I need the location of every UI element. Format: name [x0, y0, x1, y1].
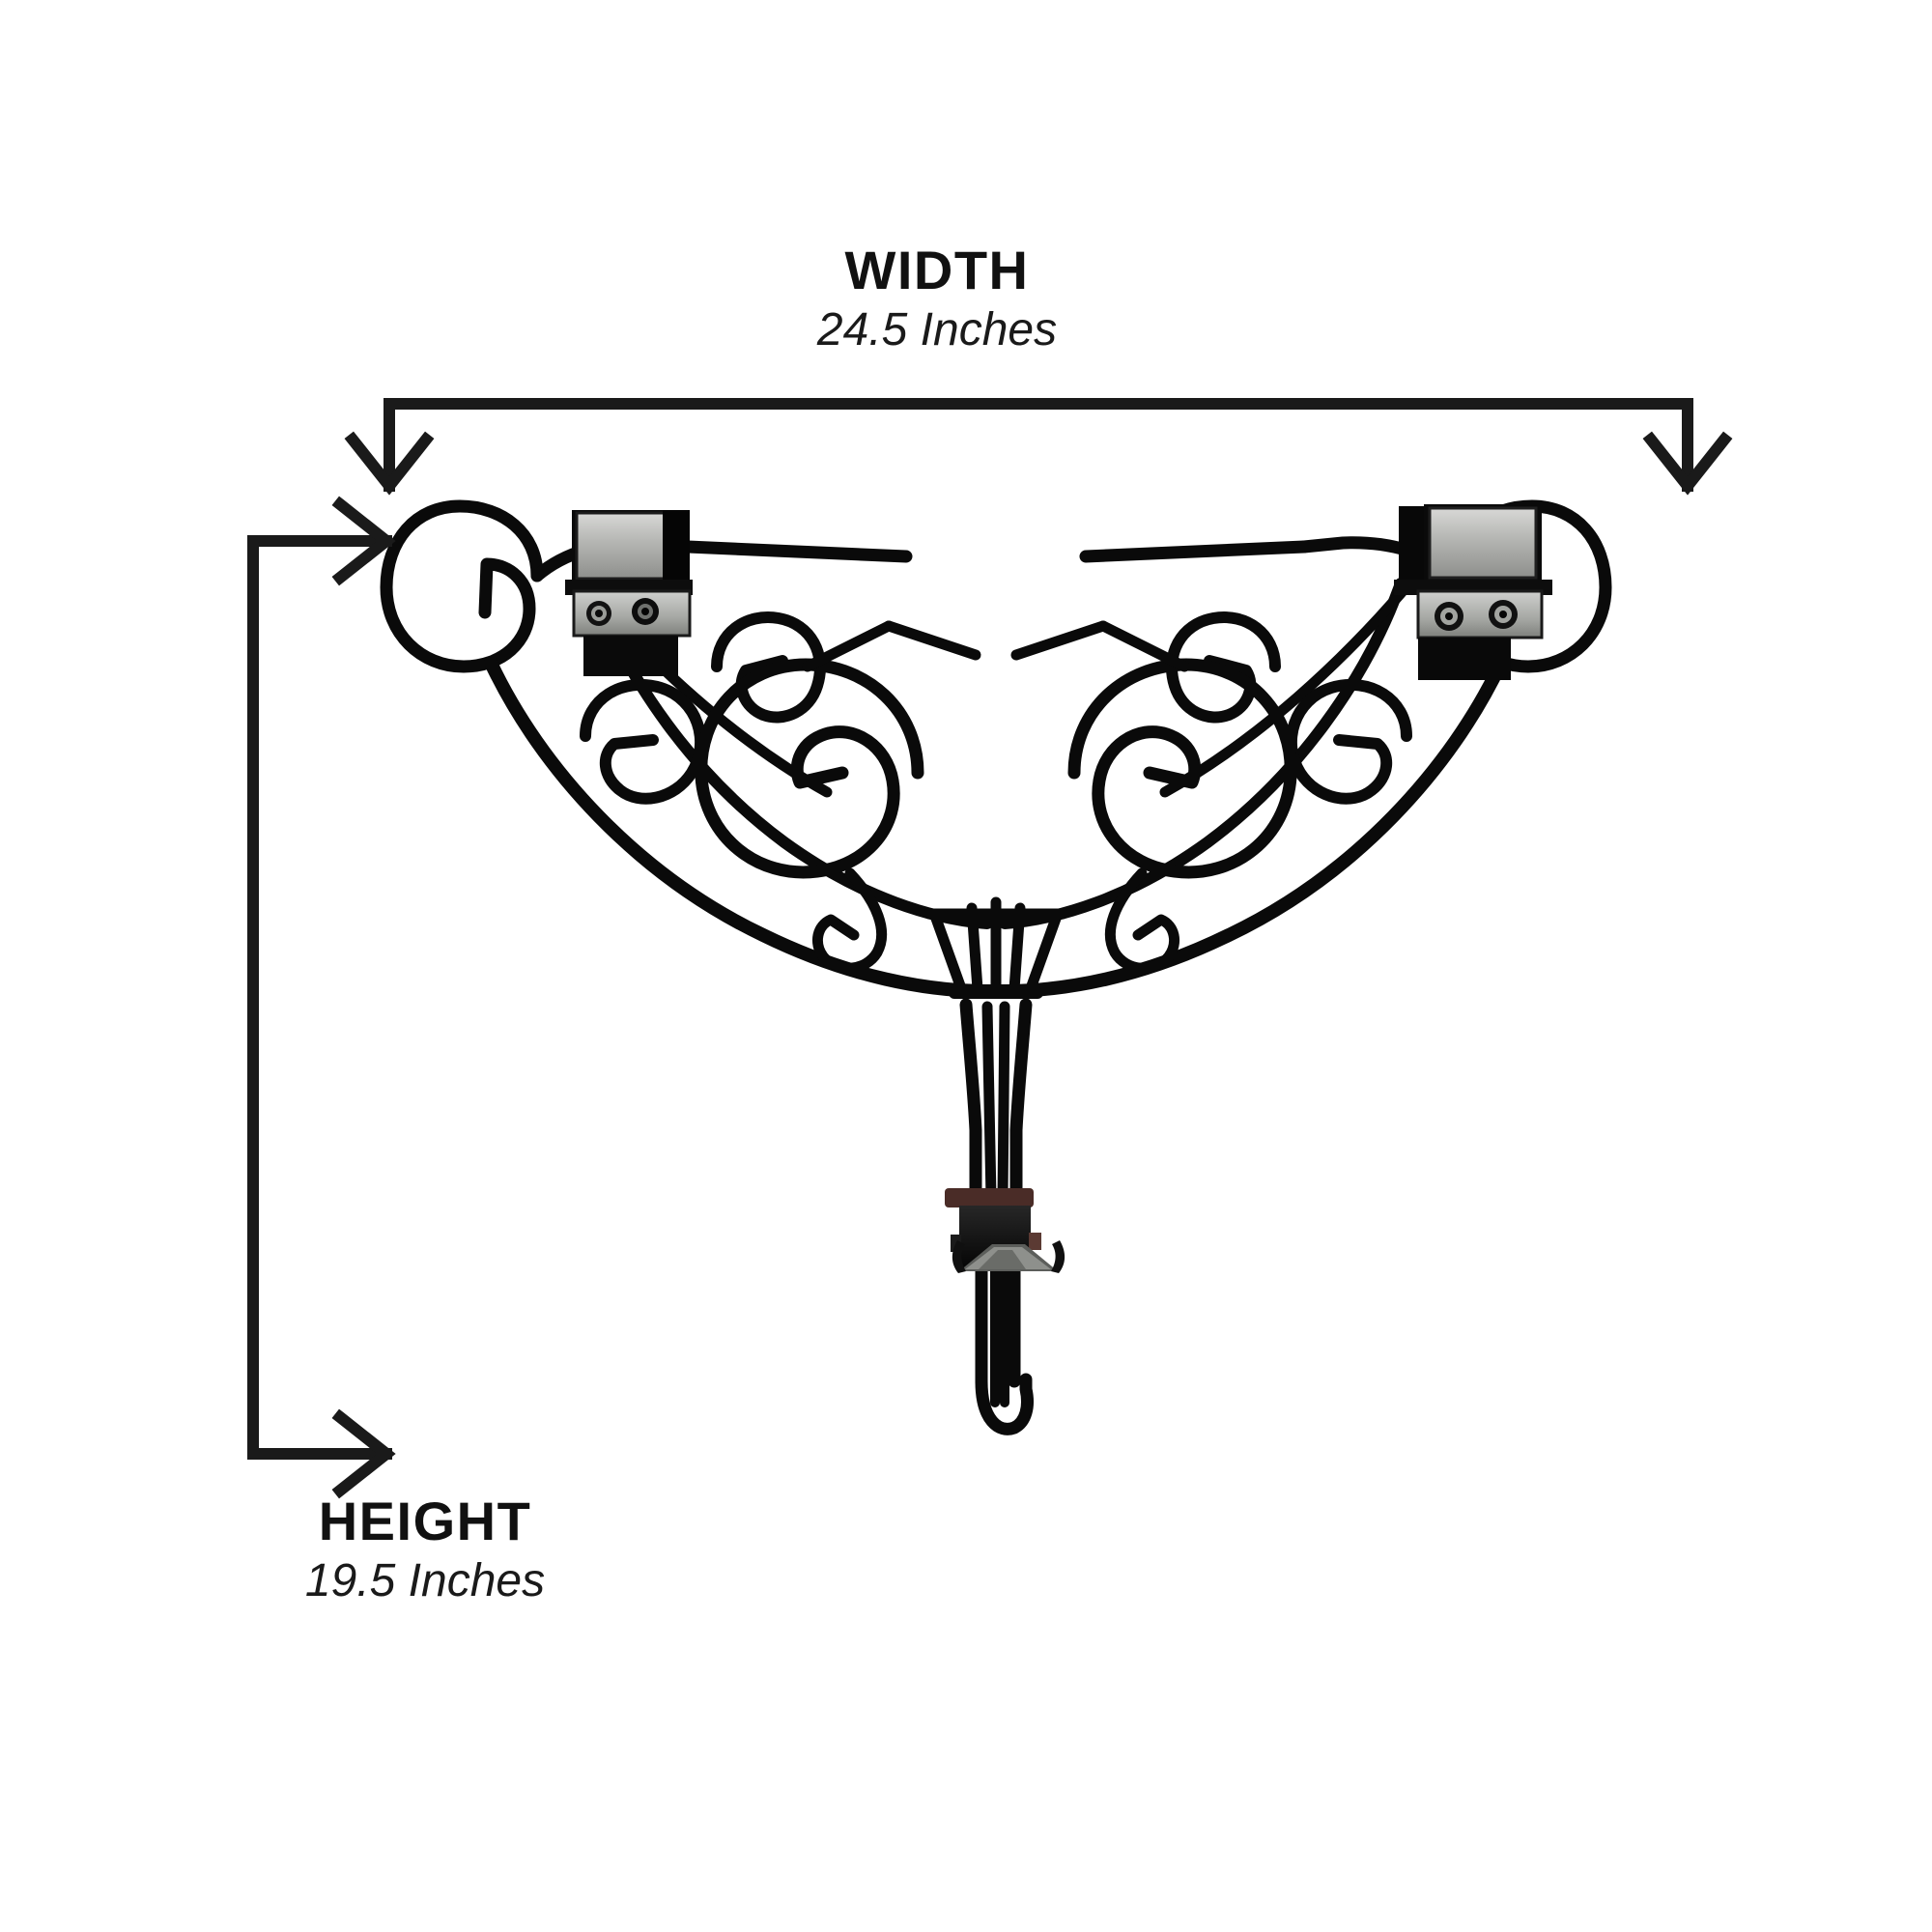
width-value: 24.5 Inches	[816, 304, 1058, 356]
center-fan-spine	[923, 896, 1068, 999]
screw-right-b	[1489, 600, 1518, 629]
screw-right-a	[1435, 602, 1463, 631]
stem-clamp	[945, 1188, 1065, 1273]
screw-left-b	[632, 598, 659, 625]
screw-left-a	[586, 601, 611, 626]
height-dimension-label: HEIGHT 19.5 Inches	[222, 1492, 628, 1609]
height-title: HEIGHT	[318, 1491, 532, 1551]
left-mounting-plate	[565, 510, 693, 676]
center-stem	[959, 998, 1034, 1435]
width-title: WIDTH	[844, 240, 1030, 300]
right-mounting-plate	[1394, 504, 1552, 680]
height-value: 19.5 Inches	[304, 1555, 546, 1607]
width-dimension-label: WIDTH 24.5 Inches	[676, 240, 1198, 358]
